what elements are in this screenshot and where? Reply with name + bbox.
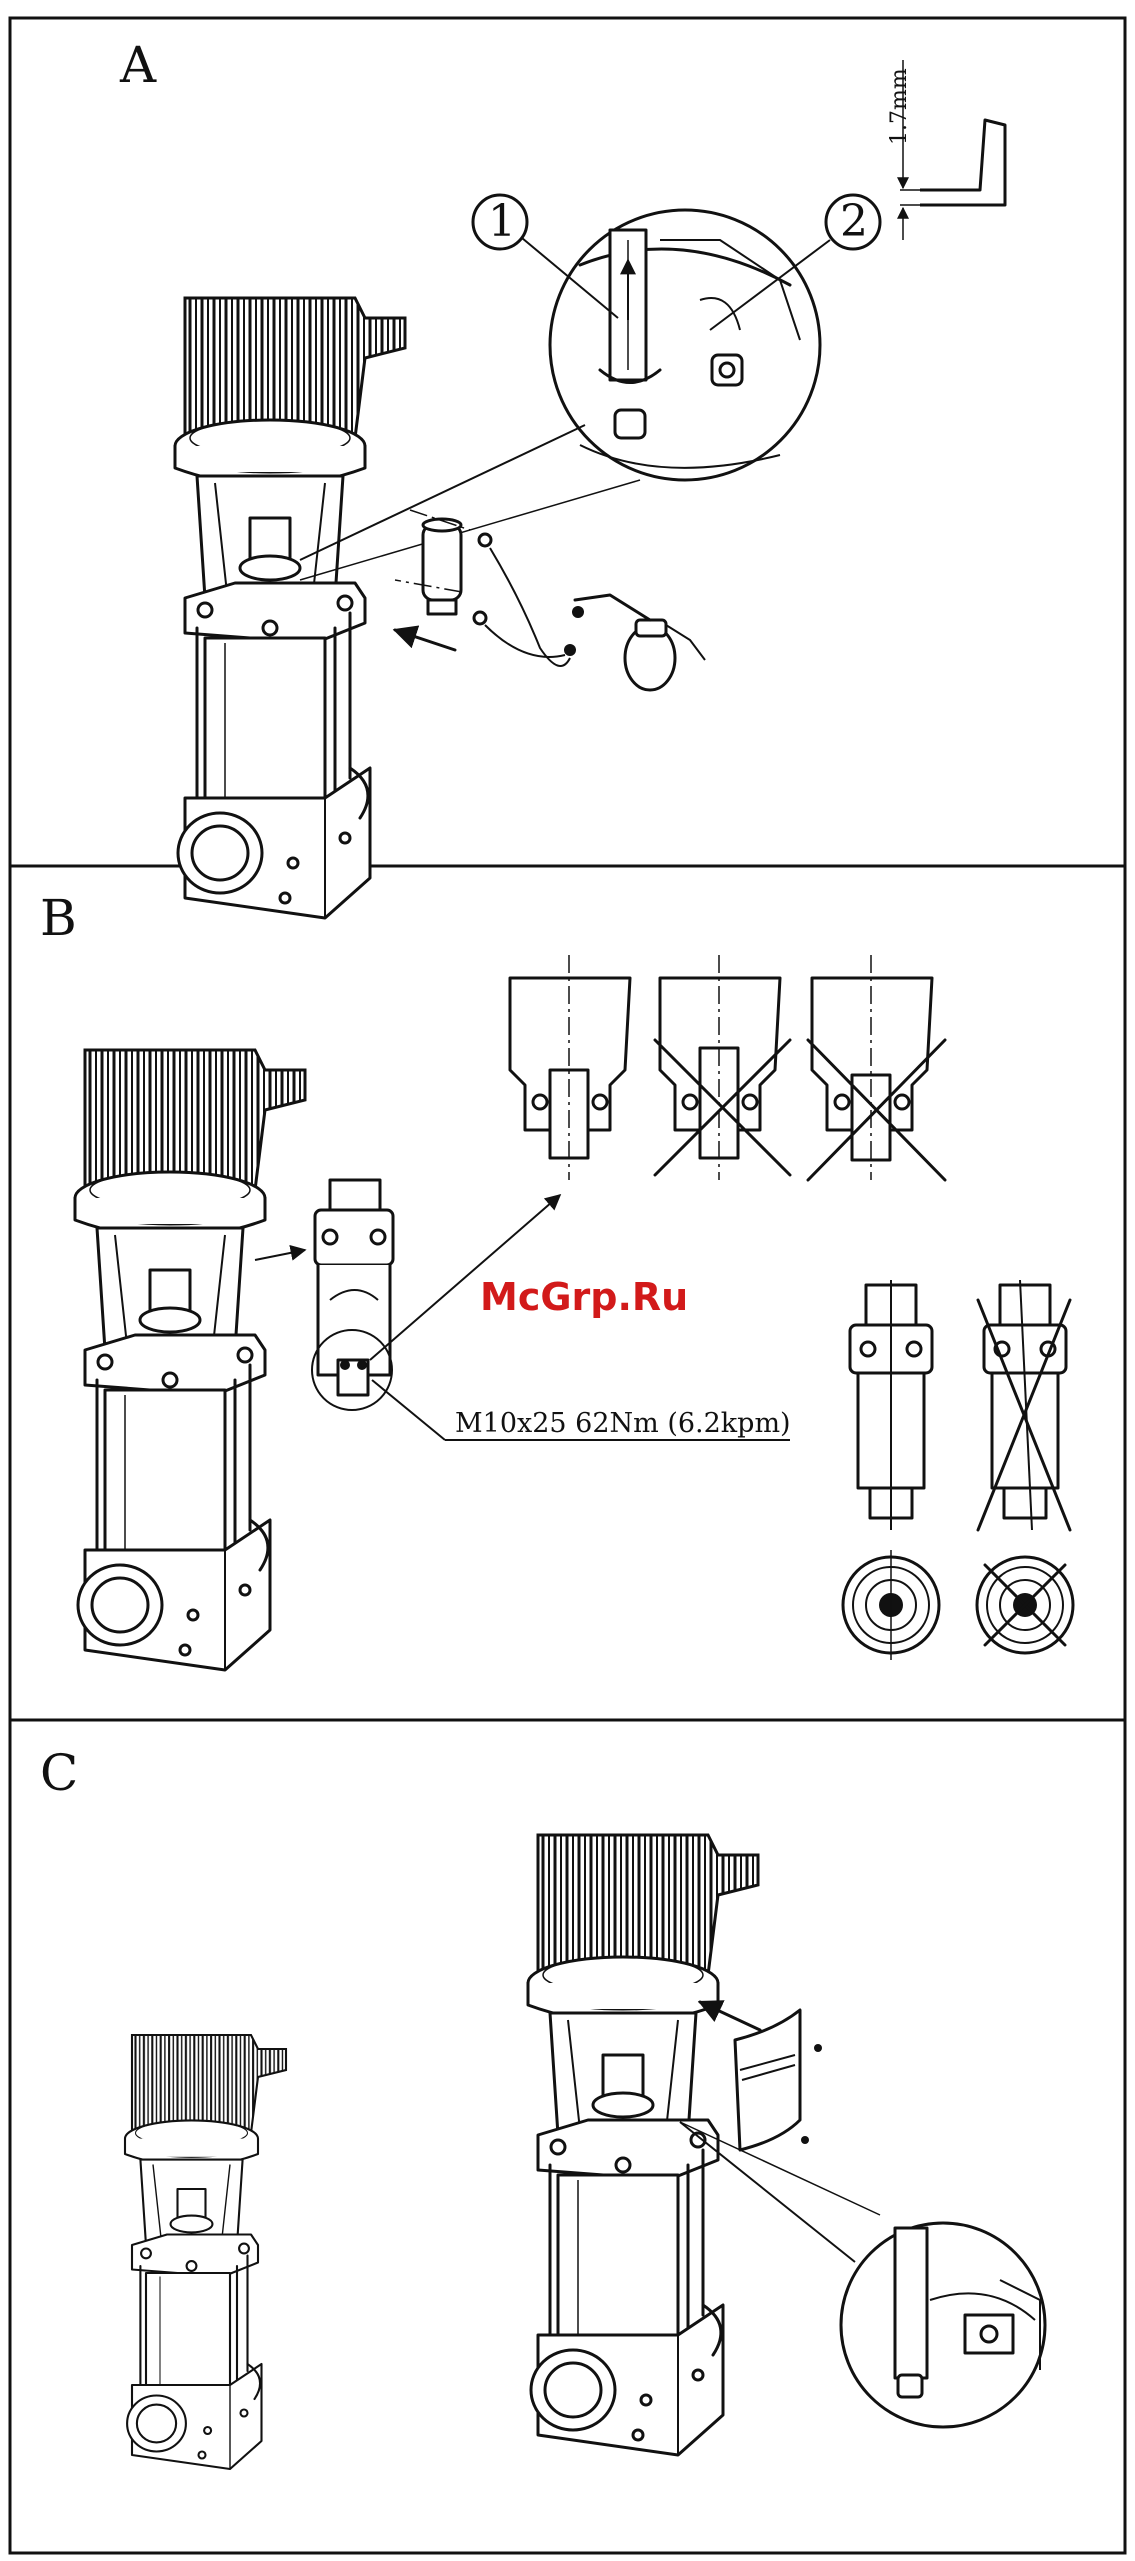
panel-b-pump bbox=[75, 1050, 305, 1670]
panel-c-pump-right bbox=[528, 1835, 758, 2455]
panel-c: C bbox=[40, 1744, 1045, 2469]
bolt-spec: M10x25 62Nm (6.2kpm) bbox=[455, 1408, 791, 1439]
panel-b-label: B bbox=[40, 889, 77, 947]
removed-parts bbox=[395, 510, 705, 690]
alignment-correct bbox=[843, 1280, 939, 1660]
panel-a-pump bbox=[175, 298, 405, 918]
panel-c-label: C bbox=[40, 1744, 78, 1802]
panel-b: B M10x25 62Nm (6.2kpm) bbox=[40, 889, 1073, 1670]
svg-text:2: 2 bbox=[840, 196, 868, 247]
panel-c-pump-left bbox=[125, 2035, 286, 2469]
panel-c-detail-zoom bbox=[680, 2122, 1045, 2427]
panel-a-label: A bbox=[119, 36, 157, 94]
coupling-position-wrong-1 bbox=[655, 955, 790, 1180]
panel-a-detail-zoom bbox=[300, 210, 820, 580]
dimension-detail: 1.7mm bbox=[887, 60, 1005, 240]
svg-text:1: 1 bbox=[488, 196, 516, 247]
panel-a: A 1 bbox=[119, 36, 1005, 918]
coupling-guard bbox=[700, 2002, 822, 2150]
alignment-wrong bbox=[977, 1280, 1073, 1653]
watermark: McGrp.Ru bbox=[480, 1275, 688, 1319]
dimension-label: 1.7mm bbox=[887, 68, 912, 145]
coupling-position-correct bbox=[510, 955, 630, 1180]
coupling-position-wrong-2 bbox=[808, 955, 945, 1180]
